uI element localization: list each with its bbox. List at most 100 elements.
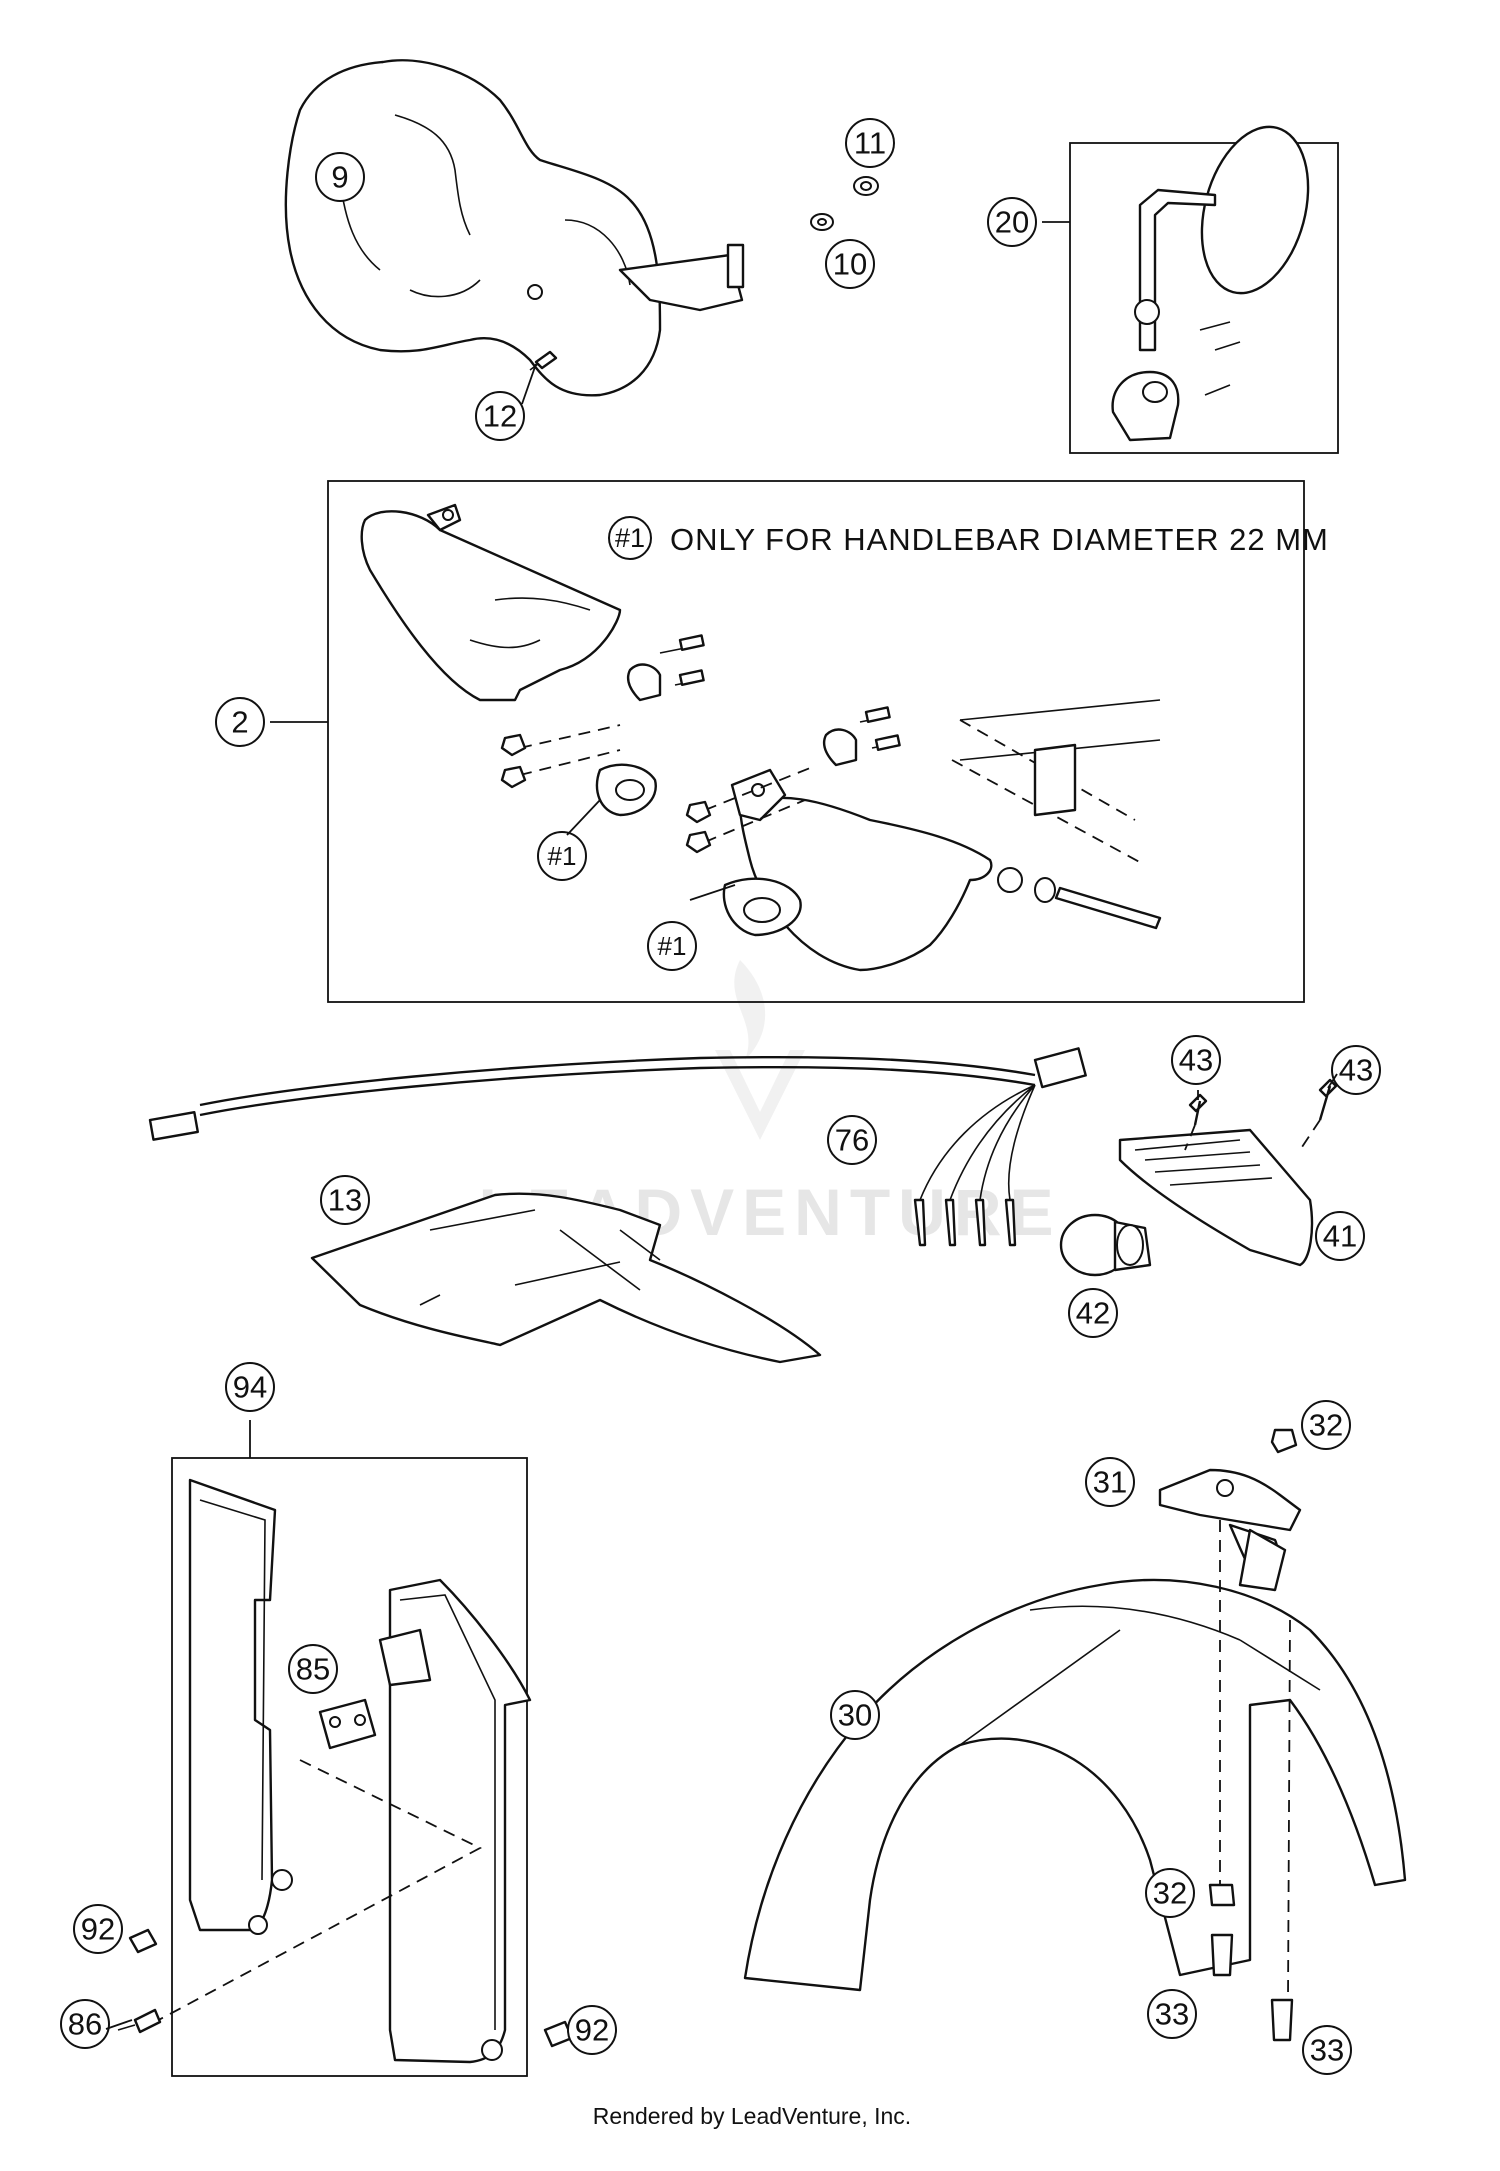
callout-circle [1068, 1288, 1118, 1338]
handlebar-note: #1 ONLY FOR HANDLEBAR DIAMETER 22 MM [608, 516, 1329, 560]
note-callout-circle [608, 516, 652, 560]
callout-c31: 31 [1085, 1457, 1135, 1507]
bulb-42 [1059, 1213, 1152, 1277]
callout-leaders [105, 363, 1338, 2030]
callout-number: 2 [231, 705, 248, 740]
callout-circle [320, 1175, 370, 1225]
callout-circle [1315, 1211, 1365, 1261]
callout-c42: 42 [1068, 1288, 1118, 1338]
callout-number: 41 [1323, 1219, 1357, 1254]
callout-number: 33 [1310, 2033, 1344, 2068]
callout-number: 32 [1153, 1876, 1187, 1911]
callout-number: 33 [1155, 1997, 1189, 2032]
handguard-left-part [360, 503, 622, 702]
callout-number: 30 [838, 1698, 872, 1733]
brake-line-clamp-85 [139, 1698, 482, 2031]
note-text: ONLY FOR HANDLEBAR DIAMETER 22 MM [670, 522, 1329, 557]
callout-circle [825, 239, 875, 289]
callout-circle [987, 197, 1037, 247]
callout-circle [1302, 2025, 1352, 2075]
callout-number: 20 [995, 205, 1029, 240]
callout-number: 43 [1179, 1043, 1213, 1078]
callout-c43b: 43 [1331, 1045, 1381, 1095]
callout-number: #1 [658, 931, 687, 961]
callout-c92b: 92 [567, 2005, 617, 2055]
callout-circle [225, 1362, 275, 1412]
callout-circle [830, 1690, 880, 1740]
callout-c86: 86 [60, 1999, 110, 2049]
rear-fender-part [310, 1192, 822, 1364]
callout-number: 42 [1076, 1296, 1110, 1331]
fork-protector-box [171, 1457, 528, 2077]
callout-number: 92 [575, 2013, 609, 2048]
callout-number: 85 [296, 1652, 330, 1687]
callout-c1a: #1 [537, 831, 587, 881]
callout-circle [73, 1904, 123, 1954]
handguard-kit-box [327, 480, 1305, 1003]
callout-c41: 41 [1315, 1211, 1365, 1261]
callout-c32a: 32 [1301, 1400, 1351, 1450]
callout-number: 43 [1339, 1053, 1373, 1088]
callout-c1b: #1 [647, 921, 697, 971]
callout-circle [567, 2005, 617, 2055]
callout-c43a: 43 [1171, 1035, 1221, 1085]
fork-protector-left-part [188, 1478, 293, 1935]
callout-circle [215, 697, 265, 747]
callout-c2: 2 [215, 697, 265, 747]
callout-circle [1147, 1989, 1197, 2039]
callout-number: 13 [328, 1183, 362, 1218]
callout-circle [288, 1644, 338, 1694]
callout-circle [1331, 1045, 1381, 1095]
fender-bracket-31 [1158, 1468, 1302, 2001]
callout-circle [475, 391, 525, 441]
callout-c10: 10 [825, 239, 875, 289]
callout-number: 31 [1093, 1465, 1127, 1500]
callout-c33a: 33 [1147, 1989, 1197, 2039]
callout-circle [827, 1115, 877, 1165]
callout-circle [1145, 1868, 1195, 1918]
handguard-right-part [730, 699, 1161, 972]
callout-c13: 13 [320, 1175, 370, 1225]
callout-c12: 12 [475, 391, 525, 441]
callout-c85: 85 [288, 1644, 338, 1694]
callout-circle [537, 831, 587, 881]
callout-number: 32 [1309, 1408, 1343, 1443]
callout-circle [315, 152, 365, 202]
headlight-mask-part [284, 59, 745, 397]
callout-number: 9 [331, 160, 348, 195]
callout-number: #1 [548, 841, 577, 871]
callout-labels: 9 11 10 12 20 2 #1 #1 76 43 43 13 41 42 94 85 92 86 92 31 32… [60, 118, 1381, 2075]
callout-c94: 94 [225, 1362, 275, 1412]
callout-number: 12 [483, 399, 517, 434]
callout-circle [1301, 1400, 1351, 1450]
callout-circle [1171, 1035, 1221, 1085]
handguard-hardware [500, 634, 1162, 937]
callout-c76: 76 [827, 1115, 877, 1165]
callout-c33b: 33 [1302, 2025, 1352, 2075]
mirror-part [1111, 125, 1310, 442]
callout-circle [1085, 1457, 1135, 1507]
fender-hardware-32-33 [1208, 1428, 1298, 2042]
watermark-logo [715, 960, 805, 1140]
callout-c11: 11 [845, 118, 895, 168]
callout-c20: 20 [987, 197, 1037, 247]
callout-c92a: 92 [73, 1904, 123, 1954]
callout-number: 86 [68, 2007, 102, 2042]
callout-number: 76 [835, 1123, 869, 1158]
fork-protector-right-part [378, 1578, 532, 2064]
callout-circle [60, 1999, 110, 2049]
callout-number: 10 [833, 247, 867, 282]
hardware-10-11-12 [529, 176, 879, 371]
note-callout-label: #1 [615, 523, 645, 553]
tail-light-part [1059, 1078, 1338, 1277]
screw-12 [534, 350, 558, 370]
callout-circle [647, 921, 697, 971]
mirror-kit-box [1069, 142, 1339, 454]
footer-credit: Rendered by LeadVenture, Inc. [593, 2103, 911, 2129]
callout-number: 92 [81, 1912, 115, 1947]
callout-number: 11 [854, 126, 886, 161]
callout-c32b: 32 [1145, 1868, 1195, 1918]
callout-c9: 9 [315, 152, 365, 202]
